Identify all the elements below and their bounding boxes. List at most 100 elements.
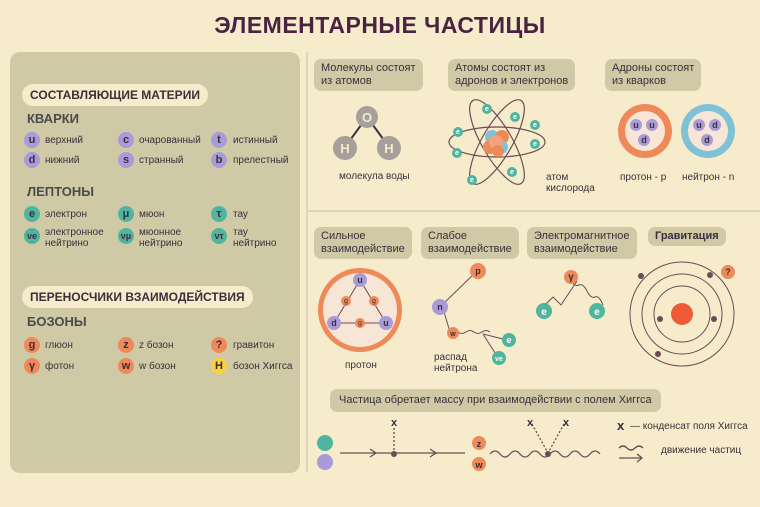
svg-text:d: d bbox=[712, 120, 718, 130]
svg-text:e: e bbox=[533, 122, 537, 129]
quark-b-name: прелестный bbox=[233, 155, 289, 166]
svg-text:d: d bbox=[331, 318, 337, 328]
bosons-heading: БОЗОНЫ bbox=[27, 314, 87, 329]
lepton-e-name: электрон bbox=[45, 209, 87, 220]
svg-text:e: e bbox=[456, 129, 460, 136]
oxygen-atom-label: атом кислорода bbox=[546, 172, 595, 194]
gravity-diagram: ? bbox=[629, 261, 735, 367]
lepton-tau-symbol: τ bbox=[211, 206, 227, 222]
hadrons-caption: Адроны состоят из кварков bbox=[605, 59, 702, 91]
svg-text:x: x bbox=[527, 417, 534, 429]
boson-photon-symbol: γ bbox=[24, 358, 40, 374]
svg-text:d: d bbox=[704, 135, 710, 145]
boson-higgs-symbol: H bbox=[211, 358, 227, 374]
svg-text:e: e bbox=[541, 307, 547, 318]
components-heading: СОСТАВЛЯЮЩИЕ МАТЕРИИ bbox=[22, 84, 208, 106]
water-molecule-diagram: O H H bbox=[333, 106, 401, 160]
svg-text:p: p bbox=[475, 266, 481, 276]
higgs-condensate-icon: x bbox=[617, 418, 625, 433]
gravity-caption: Гравитация bbox=[648, 227, 726, 246]
svg-text:u: u bbox=[649, 120, 655, 130]
boson-higgs-name: бозон Хиггса bbox=[233, 361, 293, 372]
lepton-e-symbol: e bbox=[24, 206, 40, 222]
boson-w-symbol: w bbox=[118, 358, 134, 374]
quark-u-symbol: u bbox=[24, 132, 40, 148]
quarks-heading: КВАРКИ bbox=[27, 111, 80, 126]
quark-c-name: очарованный bbox=[139, 135, 201, 146]
svg-text:e: e bbox=[513, 114, 517, 121]
lepton-numu-name: мюонное нейтрино bbox=[139, 227, 183, 249]
oxygen-atom-diagram: e e e e e e e e bbox=[448, 99, 546, 185]
svg-text:g: g bbox=[358, 320, 362, 327]
svg-text:e: e bbox=[506, 335, 511, 345]
svg-text:?: ? bbox=[725, 267, 731, 277]
svg-text:H: H bbox=[384, 141, 393, 156]
boson-graviton-symbol: ? bbox=[211, 337, 227, 353]
svg-text:w: w bbox=[474, 460, 483, 470]
em-interaction-diagram: γ e e bbox=[536, 270, 605, 319]
lepton-nue-symbol: νe bbox=[24, 228, 40, 244]
svg-text:νe: νe bbox=[495, 356, 503, 363]
particle-motion-icon bbox=[618, 445, 644, 463]
svg-text:e: e bbox=[533, 141, 537, 148]
svg-text:n: n bbox=[437, 302, 443, 312]
lepton-nue-name: электронное нейтрино bbox=[45, 227, 104, 249]
leptons-heading: ЛЕПТОНЫ bbox=[27, 184, 94, 199]
hydrogen-atom bbox=[333, 136, 357, 160]
svg-text:O: O bbox=[362, 110, 372, 125]
star bbox=[671, 303, 693, 325]
page-title: ЭЛЕМЕНТАРНЫЕ ЧАСТИЦЫ bbox=[214, 12, 546, 38]
lepton-mu-name: мюон bbox=[139, 209, 165, 220]
higgs-field-diagram: x x x z w bbox=[317, 417, 601, 471]
proton-label: протон - p bbox=[620, 172, 667, 183]
quark-c-symbol: c bbox=[118, 132, 134, 148]
quark-s-name: странный bbox=[139, 155, 184, 166]
svg-text:H: H bbox=[340, 141, 349, 156]
svg-text:z: z bbox=[477, 439, 482, 449]
quark-d-symbol: d bbox=[24, 152, 40, 168]
svg-text:u: u bbox=[357, 275, 363, 285]
atoms-caption: Атомы состоят из адронов и электронов bbox=[448, 59, 576, 91]
svg-text:e: e bbox=[455, 150, 459, 157]
quark-t-symbol: t bbox=[211, 132, 227, 148]
oxygen-atom bbox=[356, 106, 378, 128]
water-molecule-label: молекула воды bbox=[339, 171, 410, 182]
boson-w-name: w бозон bbox=[139, 361, 176, 372]
neutron-decay-label: распад нейтрона bbox=[434, 352, 478, 374]
neutron-label: нейтрон - n bbox=[682, 172, 735, 183]
svg-text:u: u bbox=[696, 120, 702, 130]
boson-z-name: z бозон bbox=[139, 340, 174, 351]
boson-z-symbol: z bbox=[118, 337, 134, 353]
svg-text:e: e bbox=[485, 106, 489, 113]
section-divider-top bbox=[306, 210, 760, 212]
strong-proton-label: протон bbox=[345, 360, 377, 371]
svg-text:d: d bbox=[641, 135, 647, 145]
svg-text:e: e bbox=[594, 307, 600, 318]
carriers-heading: ПЕРЕНОСЧИКИ ВЗАИМОДЕЙСТВИЯ bbox=[22, 286, 253, 308]
quark-u-name: верхний bbox=[45, 135, 83, 146]
particle-legend-panel bbox=[10, 52, 300, 473]
svg-text:e: e bbox=[510, 169, 514, 176]
boson-photon-name: фотон bbox=[45, 361, 75, 372]
svg-text:u: u bbox=[383, 318, 389, 328]
boson-g-name: глюон bbox=[45, 340, 73, 351]
higgs-caption: Частица обретает массу при взаимодействи… bbox=[330, 389, 661, 412]
molecules-caption: Молекулы состоят из атомов bbox=[314, 59, 423, 91]
hydrogen-atom bbox=[377, 136, 401, 160]
legend-condensate: — конденсат поля Хиггса bbox=[630, 421, 748, 432]
section-divider-vertical bbox=[306, 52, 308, 472]
svg-text:w: w bbox=[449, 331, 456, 338]
svg-text:x: x bbox=[391, 417, 398, 429]
weak-interaction-caption: Слабое взаимодействие bbox=[421, 227, 519, 259]
svg-text:x: x bbox=[563, 417, 570, 429]
svg-text:γ: γ bbox=[568, 272, 574, 283]
lepton-nutau-symbol: ντ bbox=[211, 228, 227, 244]
boson-graviton-name: гравитон bbox=[233, 340, 275, 351]
quark-d-name: нижний bbox=[45, 155, 80, 166]
svg-text:u: u bbox=[633, 120, 639, 130]
svg-text:e: e bbox=[470, 177, 474, 184]
quark-b-symbol: b bbox=[211, 152, 227, 168]
lepton-mu-symbol: μ bbox=[118, 206, 134, 222]
